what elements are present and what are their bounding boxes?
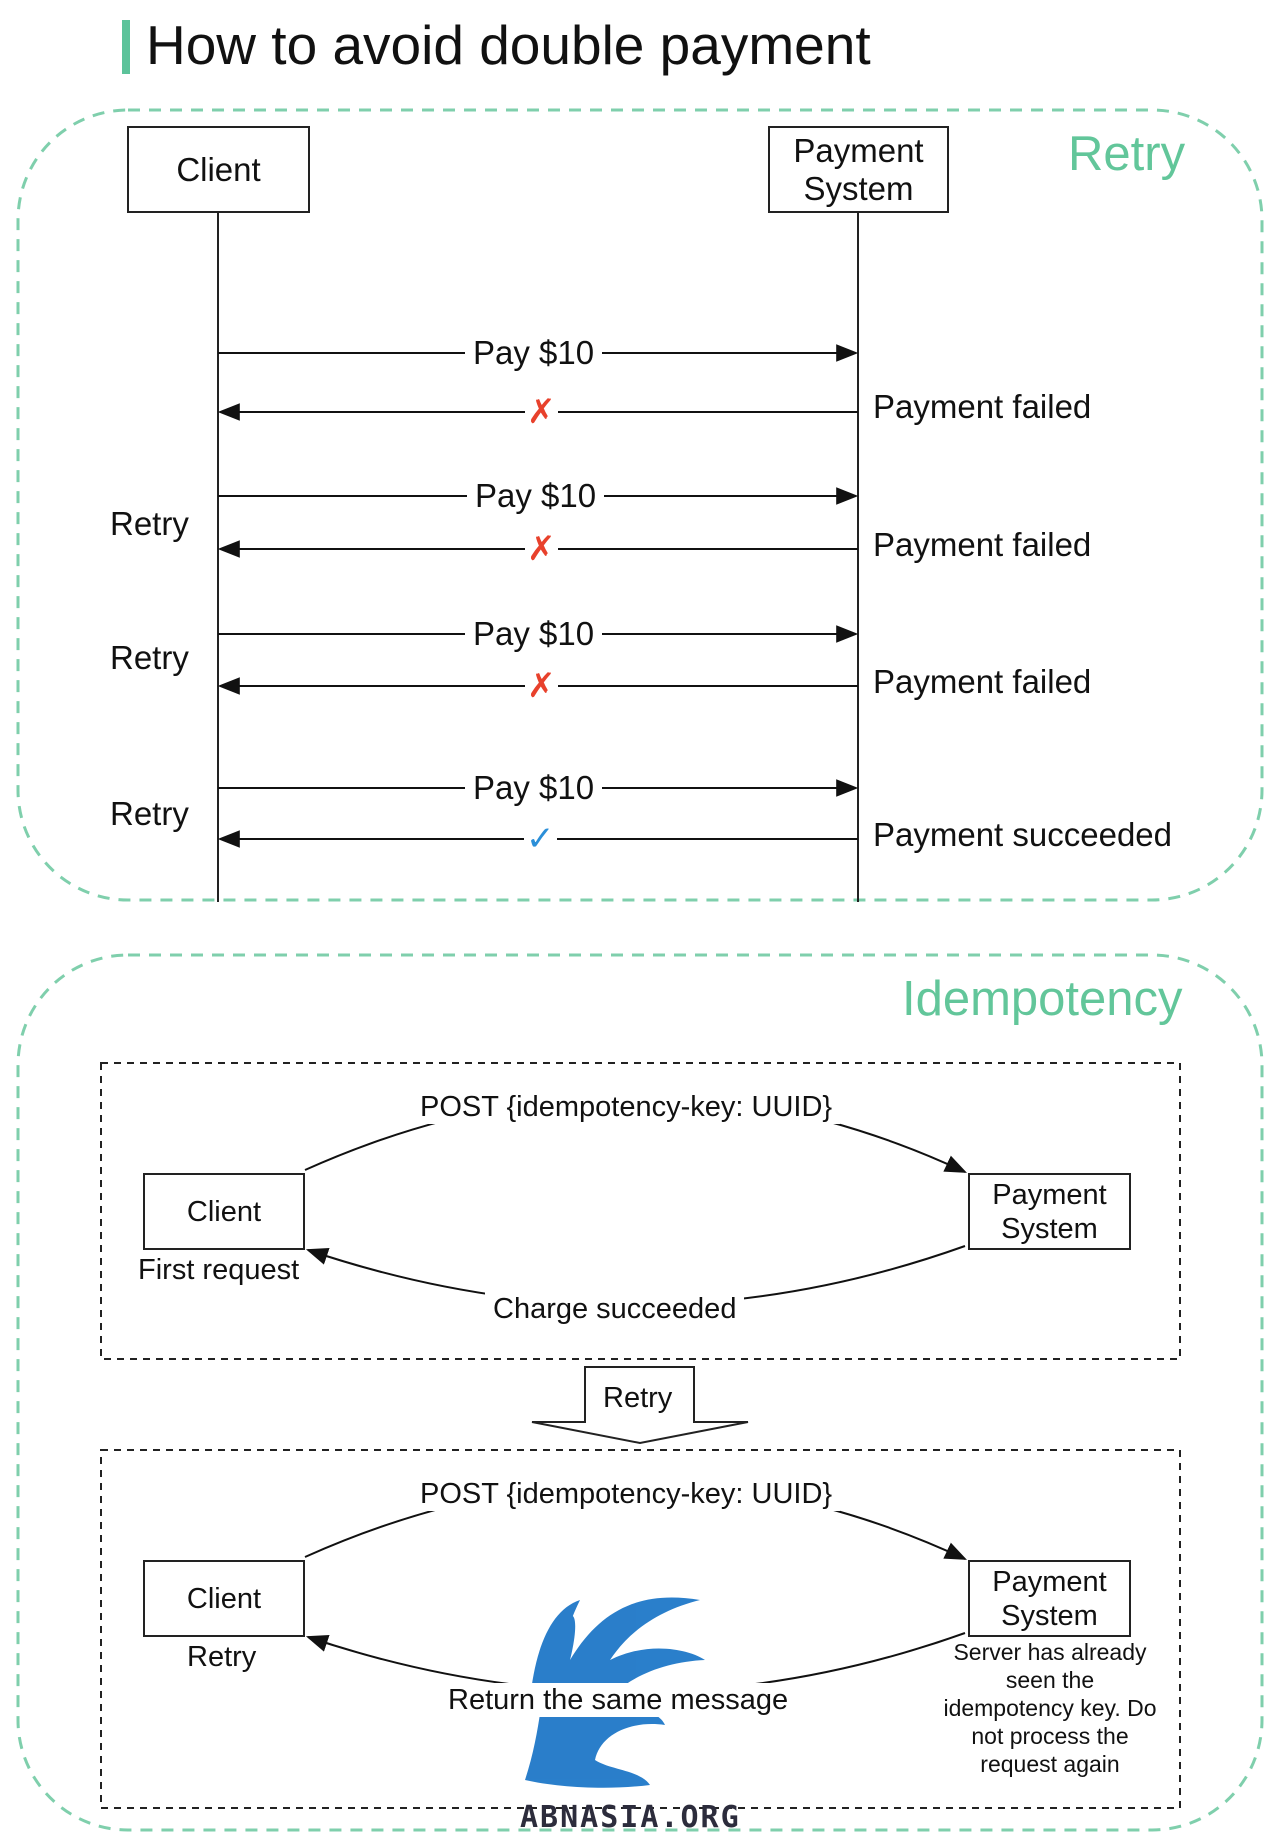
client-label: Client [176,150,261,188]
server-note: Server has already seen the idempotency … [943,1639,1157,1777]
watermark-text: ABNASIA.ORG [520,1800,741,1835]
first-client-note: First request [138,1254,300,1286]
response-label-1: Payment failed [873,388,1092,425]
request-label-4: Pay $10 [465,769,603,807]
transition-label: Retry [603,1382,673,1414]
retry-client-note: Retry [187,1641,257,1673]
retry-side-label-3: Retry [110,639,189,676]
request-label-2: Pay $10 [467,477,605,515]
first-response-label: Charge succeeded [485,1292,745,1326]
retry-response-label: Return the same message [440,1683,797,1717]
retry-section-frame [16,108,1264,902]
first-payment-system-box: Payment System [968,1173,1131,1250]
retry-payment-system-label: Payment System [992,1565,1107,1632]
payment-system-label: Payment System [793,131,924,207]
retry-payment-system-box: Payment System [968,1560,1131,1637]
status-mark-1: ✗ [525,393,558,431]
retry-side-label-4: Retry [110,795,189,832]
request-label-3: Pay $10 [465,615,603,653]
status-mark-4: ✓ [524,820,557,858]
retry-request-panel [100,1449,1181,1809]
retry-request-label: POST {idempotency-key: UUID} [412,1477,841,1511]
idempotency-section-frame [16,953,1264,1832]
response-label-2: Payment failed [873,526,1092,563]
retry-client-box: Client [143,1560,305,1637]
first-request-label: POST {idempotency-key: UUID} [412,1090,841,1124]
first-client-box: Client [143,1173,305,1250]
idempotency-section-label: Idempotency [902,972,1183,1026]
retry-side-label-2: Retry [110,505,189,542]
retry-section-label: Retry [1068,127,1186,181]
page-title: How to avoid double payment [146,14,871,76]
response-label-3: Payment failed [873,663,1092,700]
client-box: Client [127,126,310,213]
retry-client-label: Client [186,1582,262,1615]
transition-arrow [531,1366,749,1445]
response-label-4: Payment succeeded [873,816,1173,853]
request-label-1: Pay $10 [465,334,603,372]
status-mark-2: ✗ [525,530,558,568]
status-mark-3: ✗ [525,667,558,705]
first-request-panel [100,1062,1181,1360]
payment-system-box: Payment System [768,126,949,213]
first-client-label: Client [186,1195,262,1228]
first-payment-system-label: Payment System [992,1178,1107,1245]
title-accent-bar [122,20,130,74]
